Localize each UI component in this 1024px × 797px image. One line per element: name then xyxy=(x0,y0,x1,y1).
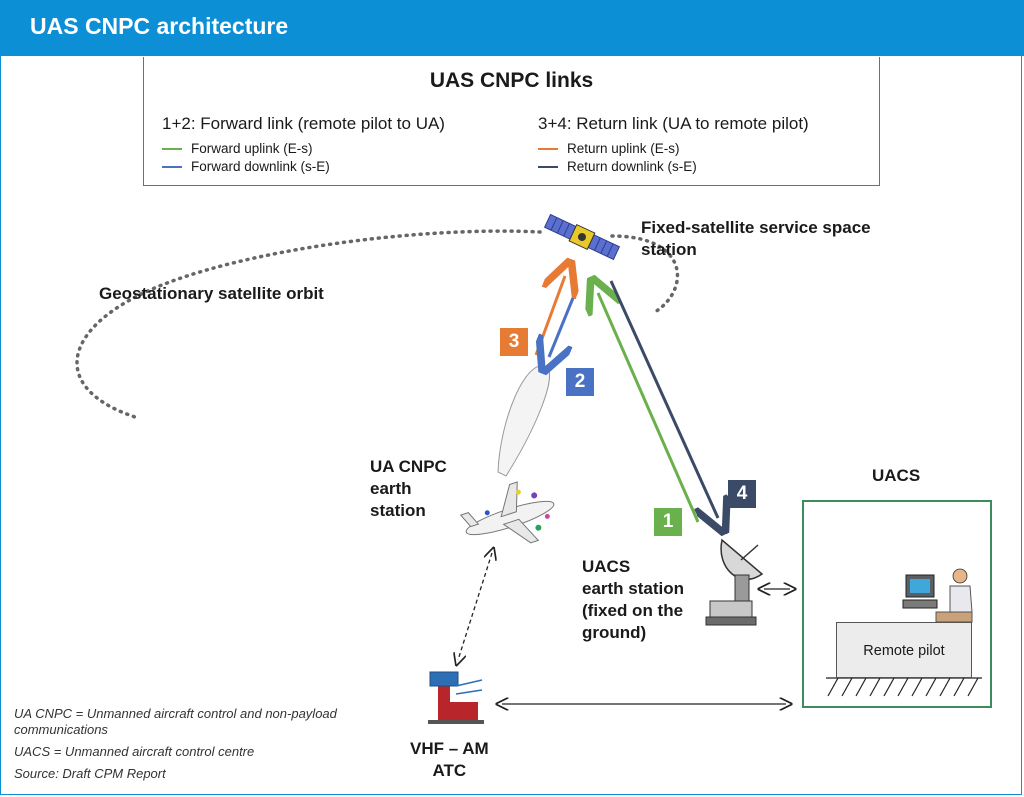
satellite-icon xyxy=(543,213,621,261)
link-badge-2: 2 xyxy=(566,368,594,396)
legend-entry-label: Forward uplink (E-s) xyxy=(191,141,313,156)
footnote: Source: Draft CPM Report xyxy=(14,766,166,781)
legend-swatch xyxy=(538,148,558,150)
page-title: UAS CNPC architecture xyxy=(30,13,289,39)
legend-entry: Forward downlink (s-E) xyxy=(162,158,445,176)
uacs-station-label: UACS earth station (fixed on the ground) xyxy=(582,556,684,644)
legend-forward-heading: 1+2: Forward link (remote pilot to UA) xyxy=(162,114,445,133)
uacs-station-label-line: ground) xyxy=(582,623,647,642)
legend-title: UAS CNPC links xyxy=(429,69,594,92)
uacs-box xyxy=(802,500,992,708)
aircraft-icon xyxy=(459,481,555,544)
ua-label-line: station xyxy=(370,501,426,520)
header-bar: UAS CNPC architecture xyxy=(0,0,1024,56)
uacs-station-label-line: UACS xyxy=(582,557,631,576)
satellite-label: Fixed-satellite service space station xyxy=(641,217,871,261)
orbit-path xyxy=(75,229,542,420)
antenna-beam xyxy=(497,365,550,477)
ua-atc-link xyxy=(458,553,492,660)
ua-label-line: earth xyxy=(370,479,412,498)
footnote: UA CNPC = Unmanned aircraft control and … xyxy=(14,706,337,737)
legend-entry: Return uplink (E-s) xyxy=(538,140,809,158)
atc-label-line: VHF – AM xyxy=(410,739,489,758)
link-badge-4: 4 xyxy=(728,480,756,508)
satellite-label-line: station xyxy=(641,240,697,259)
figure-frame xyxy=(0,56,1022,795)
link-arrow-1 xyxy=(598,293,700,523)
link-arrow-3 xyxy=(534,276,565,356)
legend-forward-column: 1+2: Forward link (remote pilot to UA) F… xyxy=(162,114,445,176)
ua-label-line: UA CNPC xyxy=(370,457,447,476)
satellite-dish-icon xyxy=(705,538,764,626)
legend-swatch xyxy=(162,166,182,168)
satellite-label-line: Fixed-satellite service space xyxy=(641,218,871,237)
link-arrow-4 xyxy=(609,280,718,518)
remote-pilot-icon xyxy=(902,568,973,623)
legend-swatch xyxy=(538,166,558,168)
legend-return-heading: 3+4: Return link (UA to remote pilot) xyxy=(538,114,809,133)
legend-box: UAS CNPC links 1+2: Forward link (remote… xyxy=(143,57,880,186)
ground-hatch xyxy=(826,677,982,697)
footnotes: UA CNPC = Unmanned aircraft control and … xyxy=(14,706,344,788)
legend-entry-label: Forward downlink (s-E) xyxy=(191,159,330,174)
orbit-label: Geostationary satellite orbit xyxy=(99,284,324,303)
legend-entry: Forward uplink (E-s) xyxy=(162,140,445,158)
atc-label-line: ATC xyxy=(432,761,467,780)
legend-entry-label: Return uplink (E-s) xyxy=(567,141,680,156)
link-arrow-2 xyxy=(549,297,575,357)
legend-return-column: 3+4: Return link (UA to remote pilot) Re… xyxy=(538,114,809,176)
uacs-station-label-line: (fixed on the xyxy=(582,601,684,620)
footnote: UACS = Unmanned aircraft control centre xyxy=(14,744,255,759)
link-badge-1: 1 xyxy=(654,508,682,536)
link-badge-3: 3 xyxy=(500,328,528,356)
uacs-title: UACS xyxy=(872,466,921,485)
uacs-station-label-line: earth station xyxy=(582,579,685,598)
atc-tower-icon xyxy=(428,671,484,724)
legend-swatch xyxy=(162,148,182,150)
remote-pilot-desk: Remote pilot xyxy=(836,622,972,678)
remote-pilot-label: Remote pilot xyxy=(863,643,945,659)
legend-entry-label: Return downlink (s-E) xyxy=(567,159,697,174)
ua-station-label: UA CNPC earth station xyxy=(370,456,447,522)
legend-entry: Return downlink (s-E) xyxy=(538,158,809,176)
atc-label: VHF – AM ATC xyxy=(410,738,489,782)
